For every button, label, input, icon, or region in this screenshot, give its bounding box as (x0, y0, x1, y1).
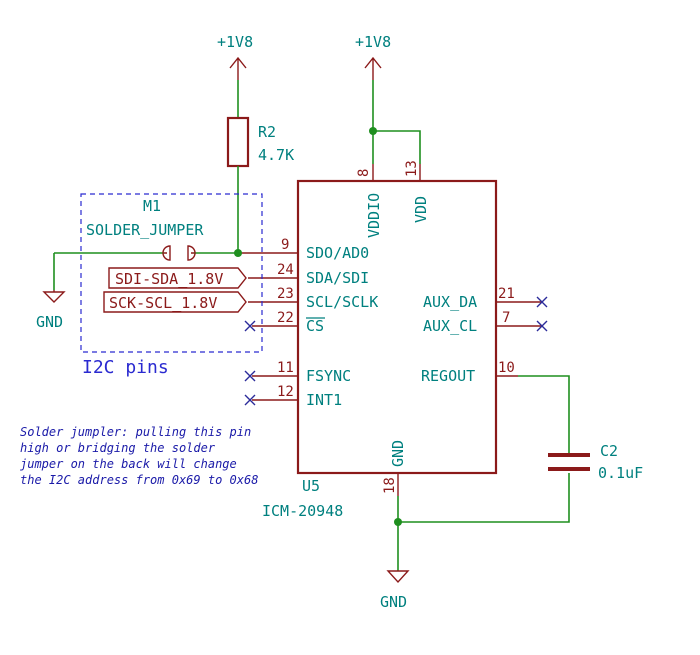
group-label: I2C pins (82, 357, 169, 378)
pin-number: 18 (382, 477, 398, 494)
net-label-sda: SDI-SDA_1.8V (108, 267, 247, 289)
ic-ref: U5 (302, 477, 320, 495)
pin-name: AUX_DA (423, 293, 477, 311)
pin-name: REGOUT (421, 367, 475, 385)
pin-name: CS (306, 317, 324, 335)
ground-symbol-bottom: GND (380, 570, 410, 611)
pin-number: 21 (498, 286, 515, 302)
note-line: Solder jumpler: pulling this pin (20, 425, 251, 439)
design-note: Solder jumpler: pulling this pin high or… (20, 425, 258, 487)
pin-name: SDA/SDI (306, 269, 369, 287)
pin-number: 12 (277, 384, 294, 400)
junction-dot (369, 127, 377, 135)
ground-label-left: GND (36, 313, 63, 331)
pin-name: FSYNC (306, 367, 351, 385)
note-line: jumper on the back will change (20, 457, 237, 471)
power-symbol-right: +1V8 (355, 33, 391, 80)
pin-number: 11 (277, 360, 294, 376)
resistor-ref: R2 (258, 123, 276, 141)
pin-name: GND (389, 440, 407, 467)
capacitor-ref: C2 (600, 442, 618, 460)
power-label-right: +1V8 (355, 33, 391, 51)
ic-value: ICM-20948 (262, 502, 343, 520)
pin-number: 9 (281, 237, 289, 253)
pin-number: 13 (404, 160, 420, 177)
no-connect-markers (244, 296, 548, 406)
junction-dot (394, 518, 402, 526)
junction-dot (234, 249, 242, 257)
power-symbol-left: +1V8 (217, 33, 253, 80)
i2c-group-box (80, 193, 263, 353)
net-label-text: SDI-SDA_1.8V (115, 270, 223, 288)
jumper-value: SOLDER_JUMPER (86, 221, 204, 239)
net-label-text: SCK-SCL_1.8V (109, 294, 217, 312)
note-line: the I2C address from 0x69 to 0x68 (20, 473, 258, 487)
ic-body-u5 (296, 179, 498, 475)
pin-number: 8 (356, 169, 372, 177)
pin-name: VDD (412, 196, 430, 223)
pin-name: VDDIO (365, 193, 383, 238)
capacitor-value: 0.1uF (598, 464, 643, 482)
pin-number: 22 (277, 310, 294, 326)
resistor-r2 (226, 116, 250, 168)
capacitor-c2 (548, 453, 590, 471)
pin-name: INT1 (306, 391, 342, 409)
pin-number: 24 (277, 262, 294, 278)
power-label-left: +1V8 (217, 33, 253, 51)
pin-name: SDO/AD0 (306, 244, 369, 262)
net-label-scl: SCK-SCL_1.8V (103, 291, 247, 313)
ground-label-bottom: GND (380, 593, 407, 611)
pin-name: SCL/SCLK (306, 293, 378, 311)
pin-number: 7 (502, 310, 510, 326)
pin-number: 23 (277, 286, 294, 302)
solder-jumper-symbol (162, 245, 196, 261)
jumper-ref: M1 (143, 197, 161, 215)
resistor-value: 4.7K (258, 146, 294, 164)
pin-name: AUX_CL (423, 317, 477, 335)
note-line: high or bridging the solder (20, 441, 216, 455)
ground-symbol-left: GND (36, 290, 66, 331)
pin-number: 10 (498, 360, 515, 376)
